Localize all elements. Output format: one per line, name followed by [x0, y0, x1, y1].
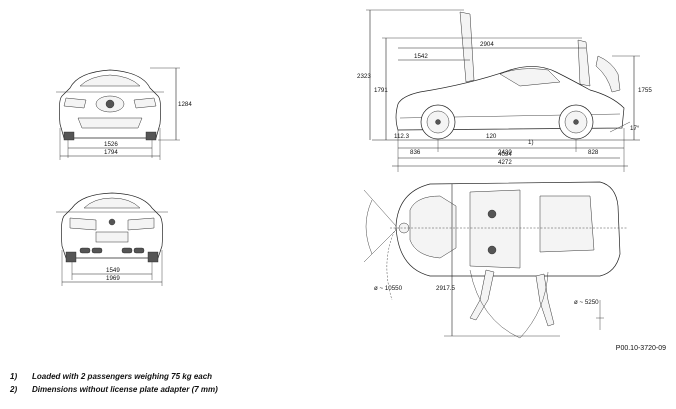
side-front-overhang-label: 836: [410, 149, 421, 156]
footnote-2-text: Dimensions without license plate adapter…: [32, 385, 218, 394]
side-angle-label: 17°: [630, 125, 640, 132]
footnote-2-number: 2): [10, 385, 18, 394]
side-clearance-mid-label: 120: [486, 133, 497, 140]
footnote-1-number: 1): [10, 372, 18, 381]
top-door-width-label: 2917.5: [436, 285, 455, 292]
top-view: 2917.5 ø ~ 10550 ø ~ 5250: [363, 181, 628, 339]
footnote-2: 2) Dimensions without license plate adapt…: [10, 385, 218, 394]
side-roof-length-label: 2904: [480, 41, 494, 48]
rear-view: 1549 1969: [56, 192, 168, 286]
side-door-span-label: 1542: [414, 53, 428, 60]
top-turning-circle-label: ø ~ 10550: [374, 285, 403, 292]
side-height-open-label: 2323: [357, 73, 371, 80]
side-note-marker: 1): [528, 139, 534, 146]
footnote-1-text: Loaded with 2 passengers weighing 75 kg …: [32, 372, 213, 381]
front-track-label: 1526: [104, 141, 118, 148]
front-width-label: 1794: [104, 149, 118, 156]
side-clearance-label: 112.3: [394, 133, 410, 140]
footnote-1: 1) Loaded with 2 passengers weighing 75 k…: [10, 372, 212, 381]
reference-code: P00.10-3720-09: [615, 345, 666, 352]
side-view: 2323 1791 2904 1542 1755 112.3 120 17° 8…: [357, 9, 652, 172]
side-length-overall-label: 4272: [498, 159, 512, 166]
side-rear-overhang-label: 828: [588, 149, 599, 156]
top-turning-radius-label: ø ~ 5250: [574, 299, 599, 306]
front-height-label: 1284: [178, 101, 192, 108]
side-height-roof-label: 1791: [374, 87, 388, 94]
side-length-inner-label: 4094: [498, 151, 512, 158]
rear-width-label: 1969: [106, 275, 120, 282]
side-height-rear-label: 1755: [638, 87, 652, 94]
front-view: 1284 1526 1794: [56, 67, 192, 160]
rear-track-label: 1549: [106, 267, 120, 274]
side-wheelbase-label: 2430: [498, 149, 512, 156]
